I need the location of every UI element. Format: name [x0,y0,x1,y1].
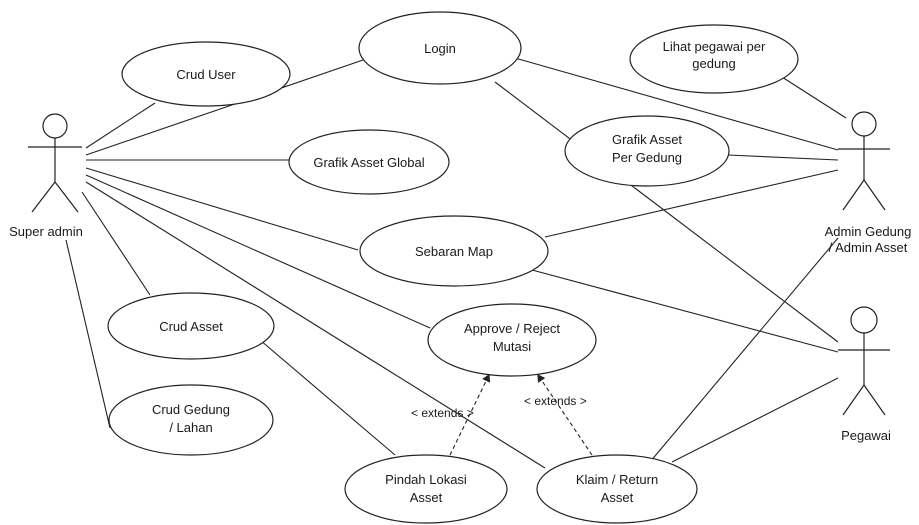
line-crudasset-pindah [259,339,396,456]
use-case-label: Crud User [176,67,236,82]
use-case-label-line2: Asset [410,490,443,505]
use-case-sebaran-map[interactable]: Sebaran Map [359,215,549,287]
actor-label-line1: Admin Gedung [825,224,912,239]
use-case-label-line1: Crud Gedung [152,402,230,417]
actor-head-icon [850,306,878,334]
use-case-label-line1: Lihat pegawai per [663,39,766,54]
use-case-crud-asset[interactable]: Crud Asset [107,292,275,360]
line-admingedung-lihat [781,76,847,119]
extends-arrow-pindah [449,374,491,456]
line-superadmin-crudgedung [65,239,111,429]
use-case-approve[interactable]: Approve / Reject Mutasi [427,303,597,377]
extends-arrow-klaim [537,374,593,456]
line-superadmin-klaim [85,181,546,469]
line-admingedung-grafikgedung [727,154,839,161]
use-case-label-line2: Asset [601,490,634,505]
use-case-label-line2: gedung [692,56,735,71]
use-case-grafik-global[interactable]: Grafik Asset Global [288,129,450,195]
actor-admin-gedung[interactable]: Admin Gedung / Admin Asset [825,111,912,255]
use-case-label: Crud Asset [159,319,223,334]
use-case-label-line1: Approve / Reject [464,321,560,336]
line-pegawai-sebaran [531,269,839,353]
extends-relations: < extends > < extends > [411,374,593,456]
use-case-label: Sebaran Map [415,244,493,259]
use-case-label-line2: / Lahan [169,420,212,435]
actor-label-line2: / Admin Asset [829,240,908,255]
line-admingedung-sebaran [544,169,839,238]
use-case-label-line2: Mutasi [493,339,531,354]
use-case-grafik-gedung[interactable]: Grafik Asset Per Gedung [564,115,730,187]
line-pegawai-klaim [671,377,839,463]
use-case-label-line1: Pindah Lokasi [385,472,467,487]
use-case-label-line1: Grafik Asset [612,132,682,147]
line-admingedung-klaim [649,237,839,463]
line-superadmin-crudasset [81,191,151,296]
line-superadmin-cruduser [85,102,156,149]
actor-label: Pegawai [841,428,891,443]
use-case-label-line1: Klaim / Return [576,472,658,487]
use-case-lihat-pegawai[interactable]: Lihat pegawai per gedung [629,24,799,94]
use-case-pindah-lokasi[interactable]: Pindah Lokasi Asset [344,454,508,524]
use-case-crud-user[interactable]: Crud User [121,41,291,107]
use-case-label: Grafik Asset Global [313,155,424,170]
actor-super-admin[interactable]: Super admin [9,113,83,239]
line-superadmin-sebaranmap [85,167,359,251]
actor-pegawai[interactable]: Pegawai [838,306,891,443]
line-pegawai-login [494,81,839,343]
use-case-klaim-return[interactable]: Klaim / Return Asset [536,454,698,524]
use-case-crud-gedung[interactable]: Crud Gedung / Lahan [108,384,274,456]
use-case-label-line2: Per Gedung [612,150,682,165]
use-case-label: Login [424,41,456,56]
actor-head-icon [851,111,877,137]
association-lines [65,57,847,469]
line-superadmin-login [85,59,364,156]
use-case-login[interactable]: Login [358,11,522,85]
actor-label: Super admin [9,224,83,239]
actor-head-icon [42,113,68,139]
line-admingedung-login [514,57,839,151]
extends-label-right: < extends > [524,394,587,408]
extends-label-left: < extends > [411,406,474,420]
line-superadmin-approve [85,174,431,329]
